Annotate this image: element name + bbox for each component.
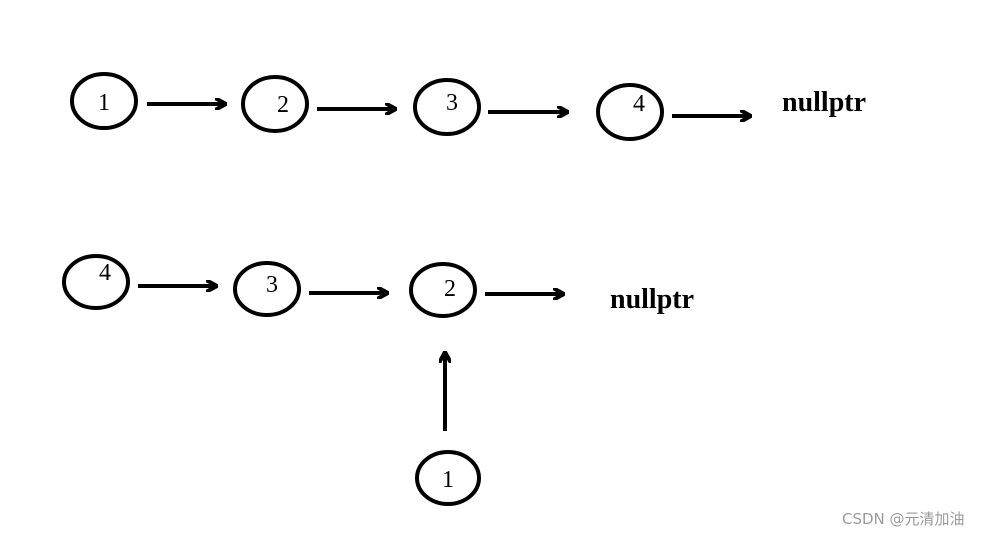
top-node-2-label: 2 <box>277 92 289 118</box>
top-node-4-label: 4 <box>633 91 645 117</box>
bottom-node-3-label: 3 <box>266 272 278 298</box>
bottom-node-1-label: 1 <box>442 467 454 493</box>
watermark: CSDN @元清加油 <box>842 510 965 528</box>
bottom-node-4: 4 <box>62 254 130 310</box>
bottom-node-3: 3 <box>233 261 301 317</box>
bottom-node-4-label: 4 <box>99 260 111 286</box>
top-node-3-label: 3 <box>446 90 458 116</box>
bottom-node-1: 1 <box>415 450 481 506</box>
top-node-1: 1 <box>70 72 138 130</box>
bottom-node-2-label: 2 <box>444 276 456 302</box>
top-node-2: 2 <box>241 75 309 133</box>
top-node-1-label: 1 <box>98 90 110 116</box>
bottom-list: 4 3 2 nullptr 1 <box>62 254 694 506</box>
top-node-3: 3 <box>413 78 481 136</box>
top-list: 1 2 3 4 nullptr <box>70 72 866 141</box>
top-node-4: 4 <box>596 83 664 141</box>
bottom-nullptr-label: nullptr <box>610 284 694 315</box>
top-nullptr-label: nullptr <box>782 87 866 118</box>
bottom-node-2: 2 <box>409 262 477 318</box>
